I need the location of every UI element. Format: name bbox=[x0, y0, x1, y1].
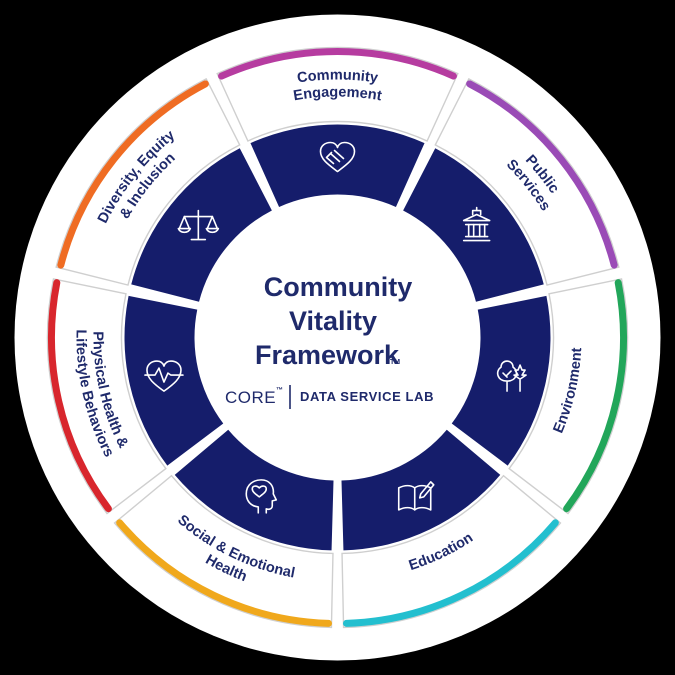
segment-rim-trees bbox=[563, 279, 627, 513]
inner-segment-handshake-heart bbox=[250, 124, 425, 207]
government-building-icon bbox=[462, 206, 491, 242]
center-title: Community Vitality Framework TM bbox=[255, 272, 412, 370]
segment-rim-balance-scale bbox=[57, 80, 209, 269]
trees-icon bbox=[496, 360, 527, 392]
open-book-pencil-icon bbox=[397, 481, 435, 511]
inner-segment-head-heart bbox=[174, 429, 334, 551]
handshake-heart-icon bbox=[319, 141, 356, 173]
segment-rim-open-book-pencil bbox=[342, 519, 559, 627]
segment-government-building bbox=[434, 77, 620, 286]
center-disc bbox=[195, 195, 480, 480]
head-heart-icon bbox=[245, 479, 278, 514]
segment-head-heart bbox=[113, 474, 334, 629]
balance-scale-icon bbox=[177, 209, 220, 241]
segment-handshake-heart bbox=[216, 46, 459, 142]
center-title-line-3: Framework bbox=[255, 340, 400, 370]
outer-segment-ring bbox=[46, 46, 629, 629]
inner-segment-trees bbox=[451, 295, 551, 466]
inner-segment-open-book-pencil bbox=[341, 429, 501, 551]
segment-rim-heartbeat bbox=[48, 279, 112, 513]
segment-balance-scale bbox=[55, 77, 241, 286]
segment-rim-handshake-heart bbox=[218, 48, 457, 80]
inner-segment-balance-scale bbox=[131, 148, 272, 302]
center-title-line-1: Community bbox=[264, 272, 413, 302]
heartbeat-icon bbox=[144, 360, 184, 392]
inner-icon-ring bbox=[124, 124, 551, 551]
center-title-line-2: Vitality bbox=[289, 306, 377, 336]
core-brand-mark: ™ bbox=[276, 387, 283, 394]
segment-rim-government-building bbox=[466, 80, 618, 269]
core-logo: CORE ™ DATA SERVICE LAB bbox=[225, 385, 434, 409]
trademark-mark: TM bbox=[390, 359, 400, 366]
segment-label-handshake-heart-line-1: Community bbox=[296, 67, 379, 86]
data-service-lab: DATA SERVICE LAB bbox=[300, 389, 434, 404]
segment-rim-head-heart bbox=[116, 519, 333, 627]
segment-open-book-pencil bbox=[341, 474, 562, 629]
core-brand: CORE bbox=[225, 388, 276, 407]
inner-segment-heartbeat bbox=[124, 295, 224, 466]
segment-label-handshake-heart-line-2: Engagement bbox=[292, 84, 383, 104]
